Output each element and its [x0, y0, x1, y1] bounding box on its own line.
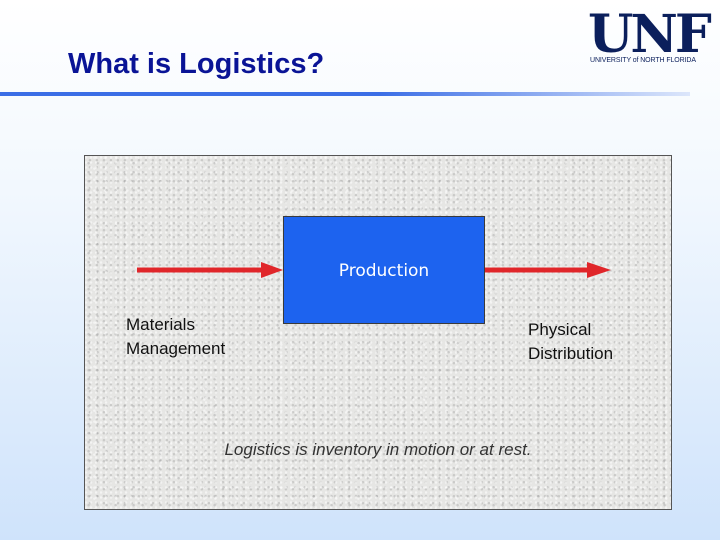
production-box: Production [283, 216, 485, 324]
outbound-arrow [485, 262, 611, 278]
slide-title: What is Logistics? [68, 48, 325, 80]
diagram-caption: Logistics is inventory in motion or at r… [224, 440, 532, 459]
physical-distribution-label: Physical Distribution [528, 320, 614, 363]
unf-logo: UNF UNIVERSITY of NORTH FLORIDA [586, 4, 712, 72]
inbound-arrow [137, 262, 283, 278]
title-rule [0, 92, 690, 96]
production-label: Production [338, 261, 430, 281]
logo-letters: UNF [588, 4, 712, 65]
logo-subtitle: UNIVERSITY of NORTH FLORIDA [590, 57, 696, 64]
diagram-panel: Production Materials Management Physical… [84, 155, 672, 510]
materials-management-label: Materials Management [126, 315, 226, 358]
